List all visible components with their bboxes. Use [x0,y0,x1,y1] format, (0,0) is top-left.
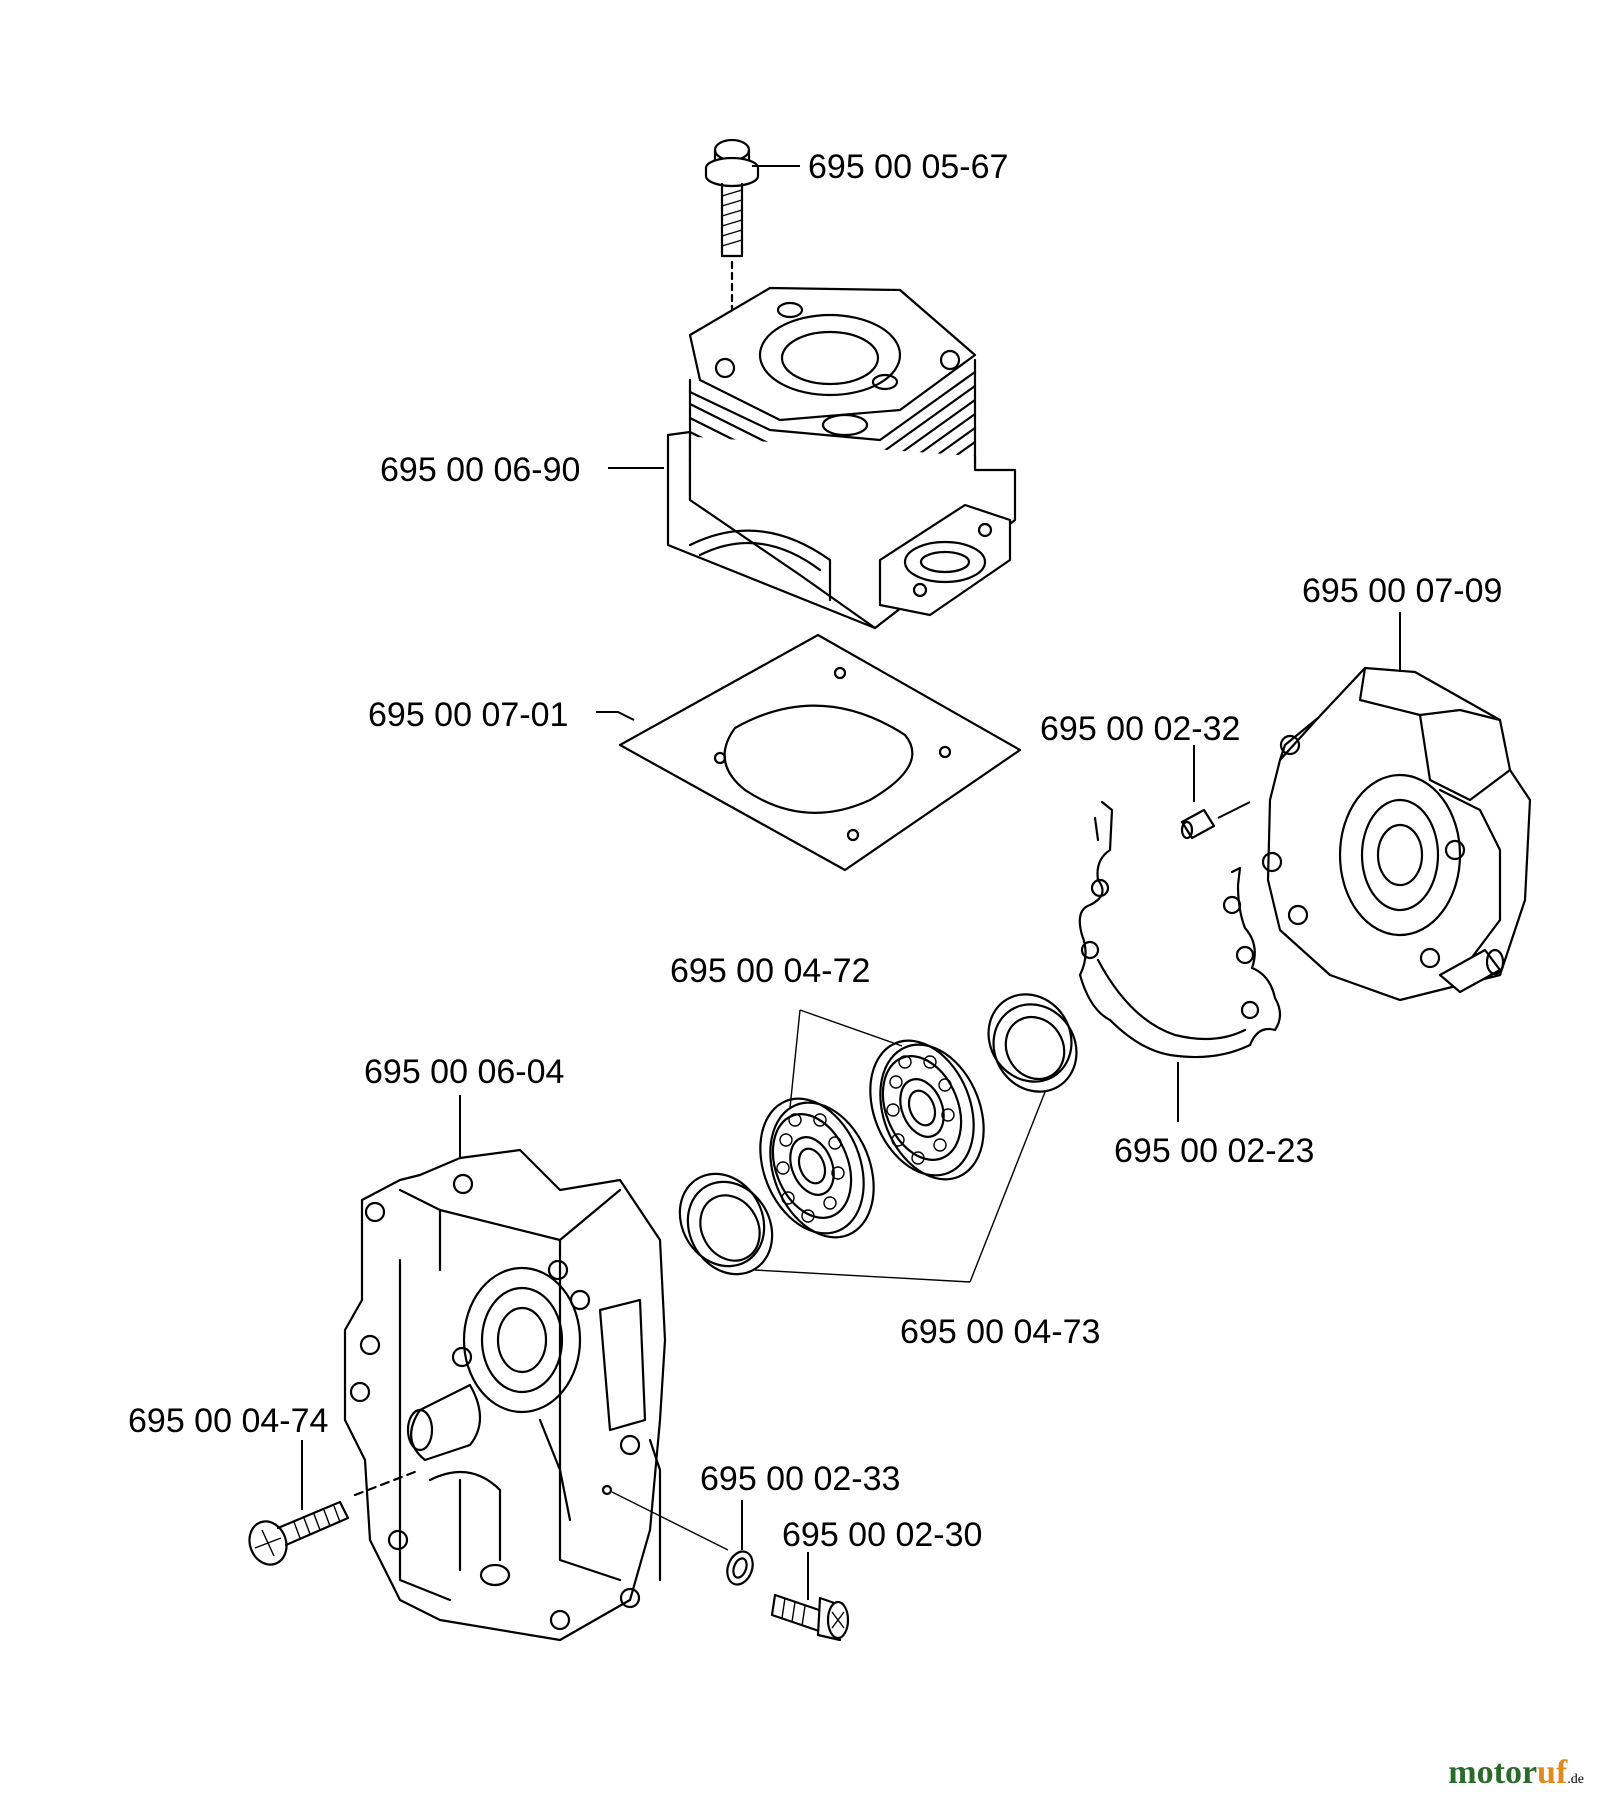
seal-left-drawing [678,1172,774,1276]
screw-left-drawing [248,1500,350,1566]
label-crankcase-right: 695 00 07-09 [1302,572,1502,610]
bearing-left-drawing [759,1097,875,1239]
seal-right-drawing [987,993,1078,1093]
label-pin: 695 00 02-32 [1040,710,1240,748]
washer-drawing [726,1550,754,1586]
label-crankcase-left: 695 00 06-04 [364,1053,564,1091]
watermark-suffix: .de [1567,1772,1584,1787]
bearing-right-drawing [869,1039,985,1181]
label-cylinder-gasket: 695 00 07-01 [368,696,568,734]
watermark-logo: motoruf.de [1448,1754,1584,1792]
cylinder-drawing [666,286,1017,630]
watermark-part2: uf [1537,1754,1568,1791]
crankcase-left-drawing [343,1148,667,1642]
cylinder-gasket-drawing [618,633,1022,872]
label-washer: 695 00 02-33 [700,1460,900,1498]
label-bolt-top: 695 00 05-67 [808,148,1008,186]
label-screw-left: 695 00 04-74 [128,1402,328,1440]
screw-bottom-drawing [770,1593,850,1642]
label-crankcase-gasket: 695 00 02-23 [1114,1132,1314,1170]
label-cylinder: 695 00 06-90 [380,451,580,489]
label-bearings: 695 00 04-72 [670,952,870,990]
pin-drawing [1180,808,1216,840]
watermark-part1: motor [1448,1754,1538,1791]
label-seals: 695 00 04-73 [900,1313,1100,1351]
bolt-top-drawing [704,138,760,354]
crankcase-right-drawing [1261,666,1532,1002]
label-screw-bottom: 695 00 02-30 [782,1516,982,1554]
crankcase-gasket-drawing [1078,800,1282,1059]
